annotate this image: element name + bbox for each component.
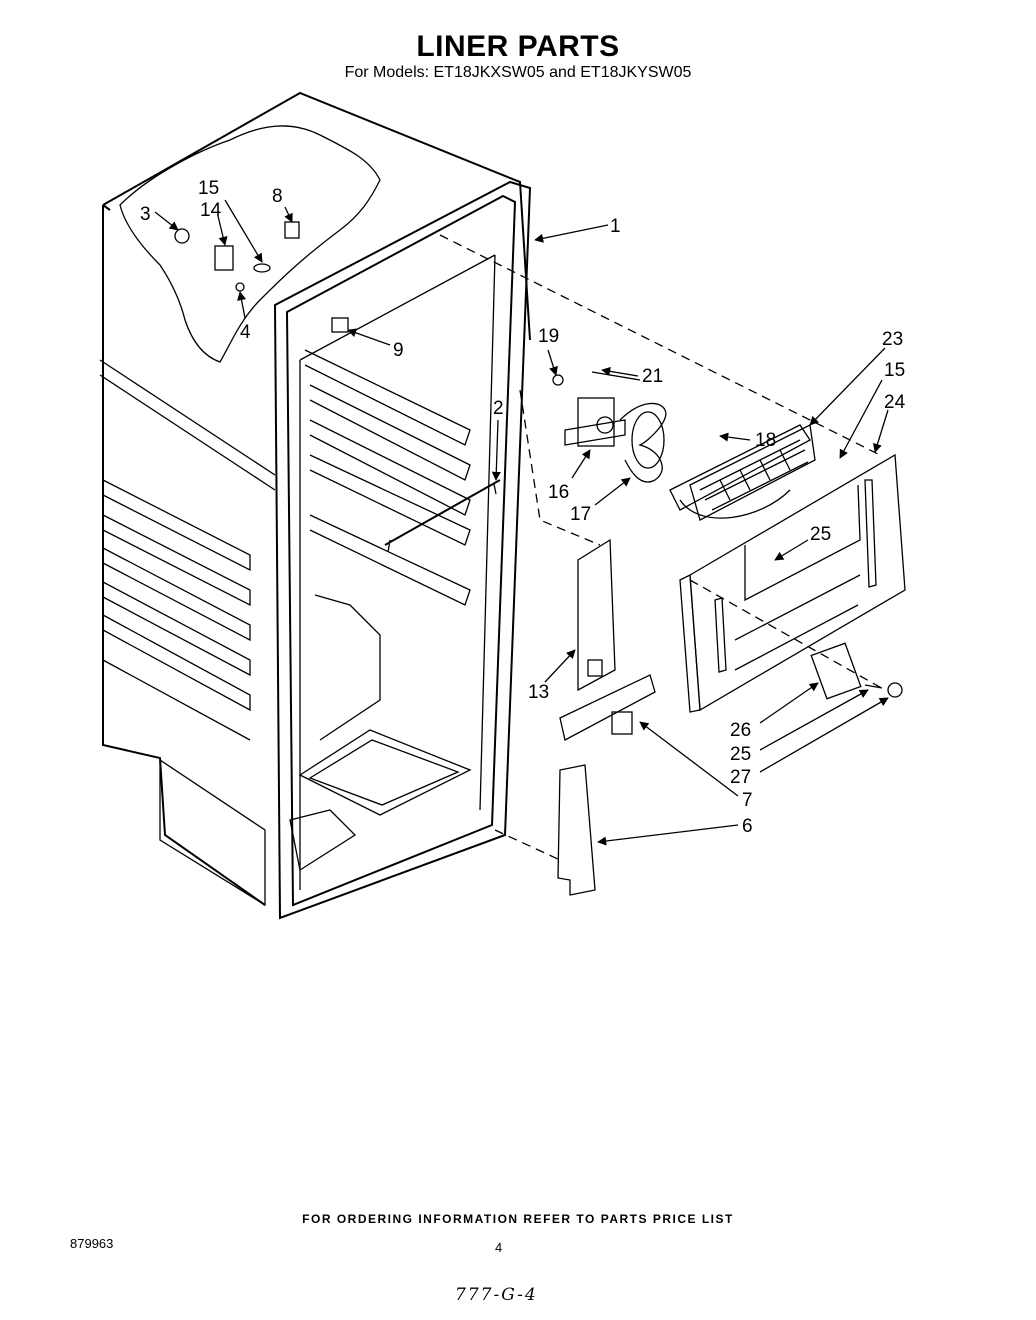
small-plate [810,642,862,700]
callout-1: 1 [610,216,621,237]
leader-lines [154,199,889,846]
callout-25-low: 25 [730,744,751,765]
callout-18: 18 [755,430,776,451]
callout-24: 24 [884,392,906,413]
callout-15-top: 15 [198,178,219,199]
callout-7: 7 [742,790,753,811]
handwritten-note: 777-G-4 [455,1285,538,1305]
callout-4: 4 [240,322,251,343]
cabinet-liner [99,91,532,920]
callout-6: 6 [742,816,753,837]
callout-26: 26 [730,720,751,741]
callout-19: 19 [538,326,559,347]
rear-panel [679,453,906,713]
callout-3: 3 [140,204,151,225]
callout-17: 17 [570,504,591,525]
models-subtitle: For Models: ET18JKXSW05 and ET18JKYSW05 [344,64,692,81]
callout-25-mid: 25 [810,524,831,545]
document-number: 879963 [70,1236,114,1251]
small-parts-top [174,221,349,333]
fan-motor-assembly [552,371,667,483]
ordering-info-note: FOR ORDERING INFORMATION REFER TO PARTS … [302,1212,734,1226]
evaporator-grille [669,424,816,521]
callout-15-right: 15 [884,360,905,381]
callout-8: 8 [272,186,283,207]
callout-14: 14 [200,200,222,221]
callout-27: 27 [730,767,751,788]
callout-23: 23 [882,329,903,350]
screw-cap [887,682,903,698]
baffle [559,674,656,741]
page-title: LINER PARTS [416,30,620,63]
callout-2: 2 [493,398,504,419]
shelf-rod [384,479,501,546]
lower-duct [557,764,596,896]
callout-9: 9 [393,340,404,361]
page-number: 4 [495,1240,503,1255]
air-duct [577,538,616,692]
callout-13: 13 [528,682,549,703]
callout-21: 21 [642,366,663,387]
callout-16: 16 [548,482,569,503]
